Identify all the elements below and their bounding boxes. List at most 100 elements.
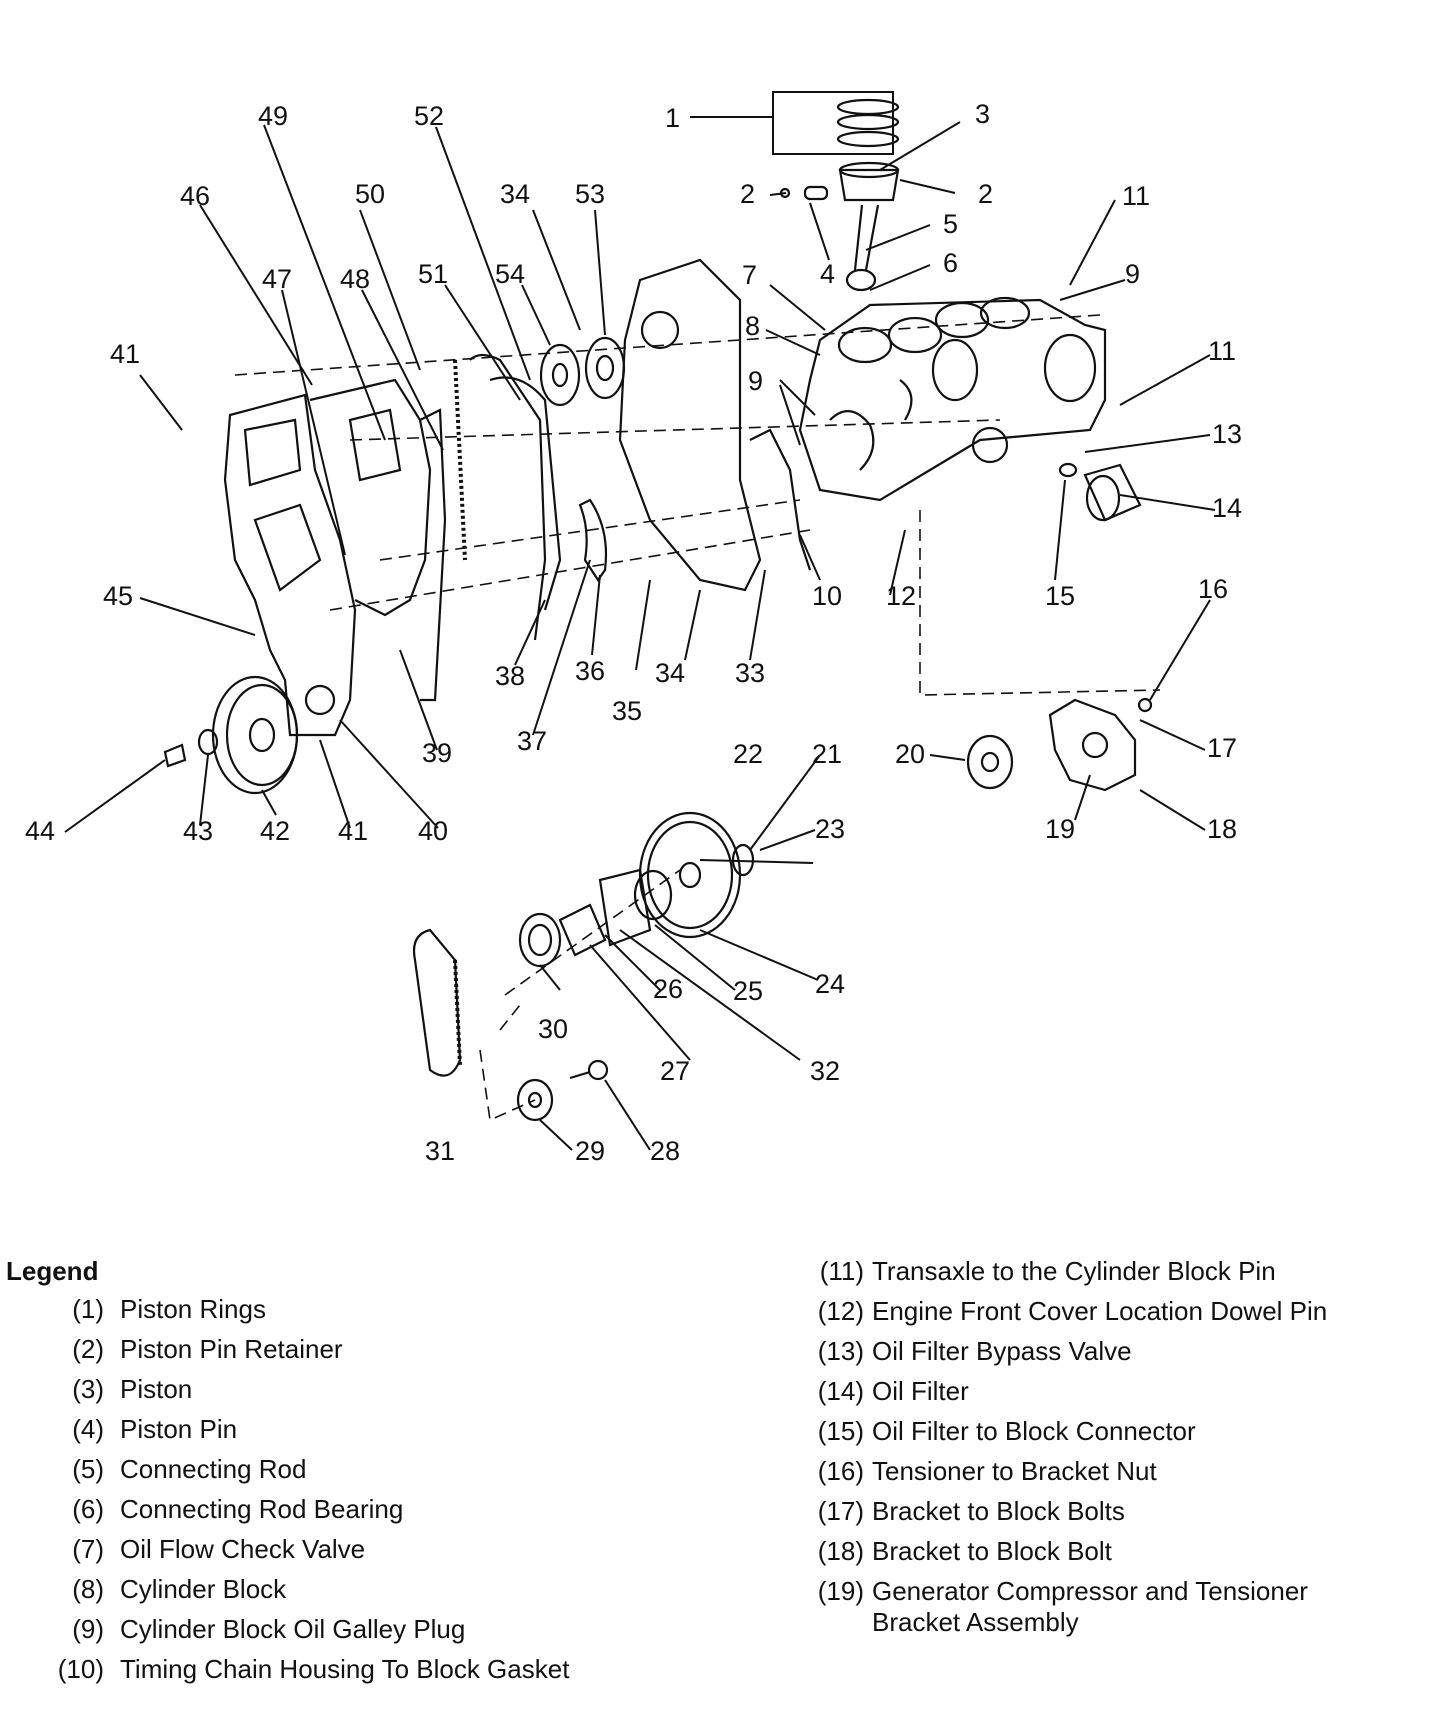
callout-51: 51 — [418, 259, 448, 289]
callout-23: 23 — [815, 814, 845, 844]
legend-item-num: (3) — [72, 1374, 104, 1404]
callout-18: 18 — [1207, 814, 1237, 844]
legend-item-text: Timing Chain Housing To Block Gasket — [120, 1654, 570, 1684]
legend-item-text: Piston Rings — [120, 1294, 266, 1324]
callout-21: 21 — [812, 739, 842, 769]
callout-3: 3 — [975, 99, 990, 129]
legend-item-text: Piston Pin — [120, 1414, 238, 1444]
callout-13: 13 — [1212, 419, 1242, 449]
legend-item: (17)Bracket to Block Bolts — [720, 1496, 1456, 1536]
legend-item-num: (2) — [72, 1334, 104, 1364]
crankshaft-balancer — [163, 675, 299, 795]
legend-item-num: (13) — [817, 1336, 864, 1366]
callout-15: 15 — [1045, 581, 1075, 611]
callout-1: 1 — [665, 103, 680, 133]
legend-item-num: (15) — [817, 1416, 864, 1446]
callout-33: 33 — [735, 658, 765, 688]
legend-item-num: (8) — [72, 1574, 104, 1604]
cylinder-block — [798, 296, 1107, 502]
callout-24: 24 — [815, 969, 845, 999]
legend-item: (10) Timing Chain Housing To Block Gasket — [0, 1654, 720, 1694]
callout-9: 9 — [748, 366, 763, 396]
callout-37: 37 — [517, 726, 547, 756]
legend-item-num: (1) — [72, 1294, 104, 1324]
callout-2: 2 — [740, 179, 755, 209]
callout-17: 17 — [1207, 733, 1237, 763]
legend-item: (13) Oil Filter Bypass Valve — [720, 1336, 1456, 1376]
legend-item: (6)Connecting Rod Bearing — [0, 1494, 720, 1534]
legend-item: (18) Bracket to Block Bolt — [720, 1536, 1456, 1576]
legend-item-text: Generator Compressor and Tensioner Brack… — [872, 1576, 1308, 1637]
callout-46: 46 — [180, 181, 210, 211]
timing-chain — [412, 928, 609, 1122]
legend-item-num: (19) — [817, 1576, 864, 1606]
callout-50: 50 — [355, 179, 385, 209]
legend-item: (2)Piston Pin Retainer — [0, 1334, 720, 1374]
legend-item: (1) Piston Rings — [0, 1294, 720, 1334]
legend-item-text: Oil Filter Bypass Valve — [872, 1336, 1132, 1366]
callout-42: 42 — [260, 816, 290, 846]
legend-item: (14)Oil Filter — [720, 1376, 1456, 1416]
legend-item: (7)Oil Flow Check Valve — [0, 1534, 720, 1574]
callout-9b: 9 — [1125, 259, 1140, 289]
legend-item-num: (11) — [819, 1256, 864, 1286]
callout-6: 6 — [943, 248, 958, 278]
legend-item-num: (10) — [57, 1654, 104, 1684]
generator-bracket — [966, 697, 1153, 792]
callout-39: 39 — [422, 738, 452, 768]
callout-40: 40 — [418, 816, 448, 846]
callout-16: 16 — [1198, 574, 1228, 604]
legend-item-text: Engine Front Cover Location Dowel Pin — [872, 1296, 1328, 1326]
callout-11: 11 — [1122, 181, 1150, 211]
callout-12: 12 — [886, 581, 916, 611]
callout-38: 38 — [495, 661, 525, 691]
callout-31: 31 — [425, 1136, 455, 1166]
legend-item-num: (6) — [72, 1494, 104, 1524]
callout-22: 22 — [733, 739, 763, 769]
legend-item: (3)Piston — [0, 1374, 720, 1414]
legend-item: (11) Transaxle to the Cylinder Block Pin — [720, 1256, 1456, 1296]
callout-29: 29 — [575, 1136, 605, 1166]
callout-45: 45 — [103, 581, 133, 611]
exploded-engine-diagram: 1 2 2 3 4 5 6 7 8 9 9 10 11 11 12 13 14 … — [25, 91, 1242, 1166]
legend-item: (8) Cylinder Block — [0, 1574, 720, 1614]
callout-labels: 1 2 2 3 4 5 6 7 8 9 9 10 11 11 12 13 14 … — [25, 99, 1242, 1166]
legend-column-right: (11)Transaxle to the Cylinder Block Pin … — [720, 1256, 1456, 1644]
legend-item-text: Transaxle to the Cylinder Block Pin — [872, 1256, 1276, 1286]
callout-49: 49 — [258, 101, 288, 131]
legend-item-num: (14) — [817, 1376, 864, 1406]
legend-item-text: Oil Flow Check Valve — [120, 1534, 366, 1564]
legend-item: (4)Piston Pin — [0, 1414, 720, 1454]
callout-14: 14 — [1212, 493, 1242, 523]
gaskets-and-guides — [419, 258, 812, 702]
callout-19: 19 — [1045, 814, 1075, 844]
engine-front-cover — [223, 378, 432, 737]
callout-11b: 11 — [1208, 336, 1236, 366]
callout-34: 34 — [655, 658, 685, 688]
legend-item-text: Oil Filter to Block Connector — [872, 1416, 1196, 1446]
callout-26: 26 — [653, 974, 683, 1004]
legend-item-text: Tensioner to Bracket Nut — [872, 1456, 1157, 1486]
camshaft-sprockets — [539, 336, 626, 407]
callout-20: 20 — [895, 739, 925, 769]
callout-41b: 41 — [110, 339, 140, 369]
legend-item: (9)Cylinder Block Oil Galley Plug — [0, 1614, 720, 1654]
legend-item-num: (18) — [817, 1536, 864, 1566]
callout-44: 44 — [25, 816, 55, 846]
legend-item: (16) Tensioner to Bracket Nut — [720, 1456, 1456, 1496]
legend-item-text: Cylinder Block — [120, 1574, 287, 1604]
callout-32: 32 — [810, 1056, 840, 1086]
legend-item-text: Bracket to Block Bolts — [872, 1496, 1125, 1526]
callout-35: 35 — [612, 696, 642, 726]
callout-25: 25 — [733, 976, 763, 1006]
legend-title: Legend — [6, 1256, 99, 1286]
callout-2b: 2 — [978, 179, 993, 209]
legend-item-text: Bracket to Block Bolt — [872, 1536, 1112, 1566]
legend-item-text: Cylinder Block Oil Galley Plug — [120, 1614, 466, 1644]
callout-10: 10 — [812, 581, 842, 611]
callout-5: 5 — [943, 209, 958, 239]
callout-53: 53 — [575, 179, 605, 209]
legend-item-num: (16) — [817, 1456, 864, 1486]
callout-27: 27 — [660, 1056, 690, 1086]
callout-28: 28 — [650, 1136, 680, 1166]
